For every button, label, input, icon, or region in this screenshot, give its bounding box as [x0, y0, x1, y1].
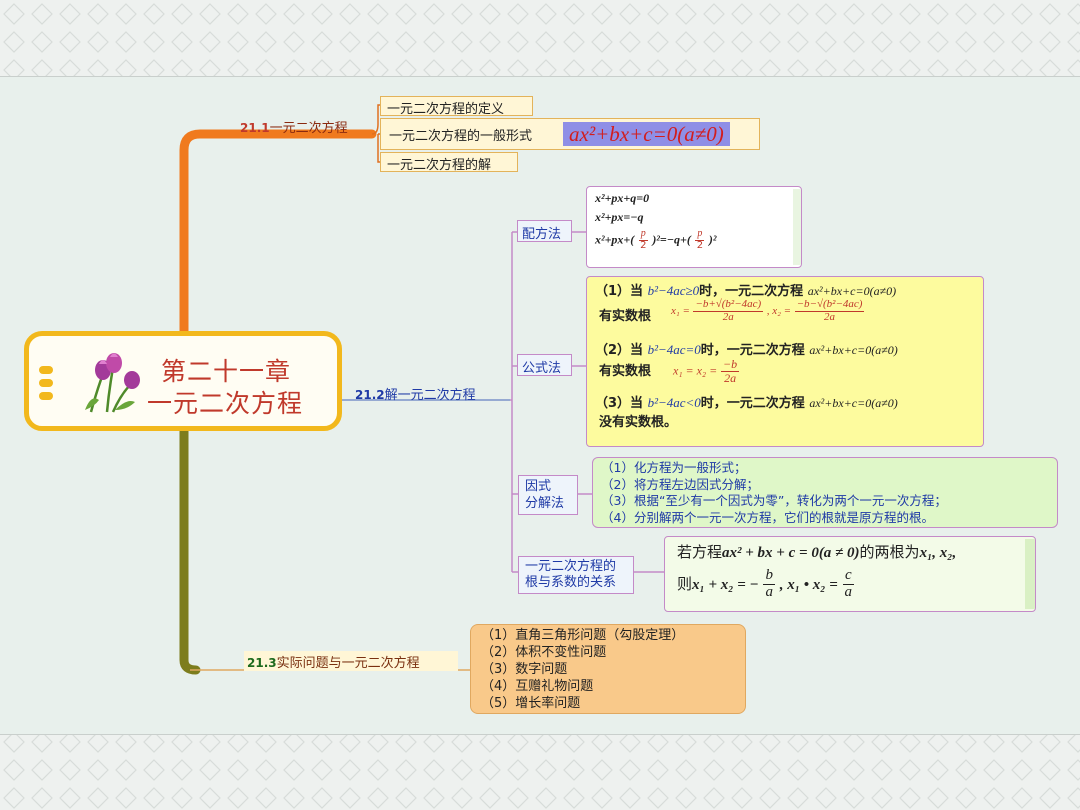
factoring-step-3: （3）根据“至少有一个因式为零”，转化为两个一元一次方程； — [601, 493, 947, 508]
general-form-text: 一元二次方程的一般形式 — [389, 129, 533, 144]
factoring-label[interactable]: 因式 分解法 — [518, 475, 578, 515]
case1-line: （1）当 b²−4ac≥0时，一元二次方程 ax²+bx+c=0(a≠0) — [595, 283, 897, 299]
chapter-title-line2: 一元二次方程 — [147, 391, 304, 418]
completing-square-text: 配方法 — [522, 227, 562, 242]
problem-item-2: （2）体积不变性问题 — [481, 645, 607, 660]
cs-line2: x²+px=−q — [595, 210, 644, 224]
vieta-line1: 若方程ax² + bx + c = 0(a ≠ 0)的两根为x₁, x₂, — [677, 545, 957, 561]
problem-item-4: （4）互赠礼物问题 — [481, 679, 594, 694]
formula-method-label[interactable]: 公式法 — [517, 354, 572, 376]
definition-text: 一元二次方程的定义 — [387, 102, 505, 117]
factoring-step-1: （1）化方程为一般形式； — [601, 460, 747, 475]
tulip-icon — [85, 353, 140, 413]
definition-node[interactable]: 一元二次方程的定义 — [380, 96, 533, 117]
factoring-step-4: （4）分别解两个一元一次方程，它们的根就是原方程的根。 — [601, 509, 934, 525]
problem-item-5: （5）增长率问题 — [481, 696, 581, 711]
title-bullets — [39, 366, 53, 400]
formula-method-text: 公式法 — [522, 361, 562, 376]
cs-line1: x²+px+q=0 — [595, 191, 650, 205]
factoring-text-1: 因式 — [525, 479, 552, 494]
case1-roots: 有实数根 x₁ = −b+√(b²−4ac)2a , x₂ = −b−√(b²−… — [599, 298, 865, 324]
problem-item-1: （1）直角三角形问题（勾股定理） — [481, 628, 685, 643]
factoring-text-2: 分解法 — [525, 496, 565, 511]
case2-line: （2）当 b²−4ac=0时，一元二次方程 ax²+bx+c=0(a≠0) — [595, 342, 898, 358]
section-21-1-label[interactable]: 21.1一元二次方程 — [240, 121, 348, 136]
problem-item-3: （3）数字问题 — [481, 662, 568, 677]
case3-result: 没有实数根。 — [599, 415, 678, 430]
vieta-formula-box: 若方程ax² + bx + c = 0(a ≠ 0)的两根为x₁, x₂, 则x… — [664, 536, 1036, 612]
factoring-step-2: （2）将方程左边因式分解； — [601, 476, 759, 492]
general-form-node[interactable]: 一元二次方程的一般形式 ax²+bx+c=0(a≠0) — [380, 118, 760, 150]
vieta-text-1: 一元二次方程的 — [525, 559, 617, 574]
practical-problems-box: （1）直角三角形问题（勾股定理） （2）体积不变性问题 （3）数字问题 （4）互… — [470, 624, 746, 714]
formula-method-box: （1）当 b²−4ac≥0时，一元二次方程 ax²+bx+c=0(a≠0) 有实… — [586, 276, 984, 447]
section-21-2-label[interactable]: 21.2解一元二次方程 — [355, 388, 476, 403]
chapter-title-line1: 第二十一章 — [161, 359, 292, 386]
general-form-formula: ax²+bx+c=0(a≠0) — [563, 122, 730, 146]
chapter-title-box: 第二十一章 一元二次方程 — [24, 331, 342, 431]
section-21-3-label[interactable]: 21.3实际问题与一元二次方程 — [244, 651, 458, 671]
case3-line: （3）当 b²−4ac<0时，一元二次方程 ax²+bx+c=0(a≠0) — [595, 395, 898, 411]
solution-node[interactable]: 一元二次方程的解 — [380, 152, 518, 173]
factoring-steps-box: （1）化方程为一般形式； （2）将方程左边因式分解； （3）根据“至少有一个因式… — [592, 457, 1058, 528]
solution-text: 一元二次方程的解 — [387, 158, 492, 173]
vieta-label[interactable]: 一元二次方程的 根与系数的关系 — [518, 556, 634, 594]
completing-square-label[interactable]: 配方法 — [517, 220, 572, 242]
vieta-text-2: 根与系数的关系 — [525, 575, 617, 590]
